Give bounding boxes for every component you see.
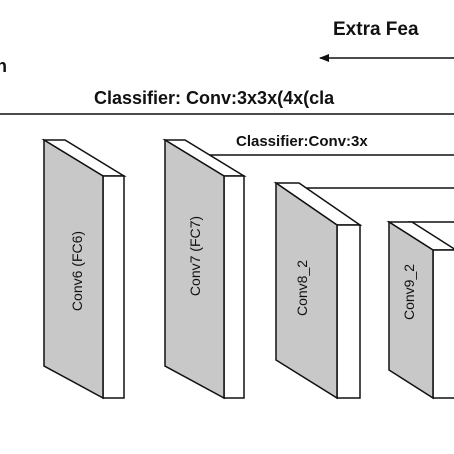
conv9-2-label: Conv9_2 <box>401 264 417 320</box>
conv7-front-face <box>164 138 225 400</box>
conv8-2-front-face <box>275 181 338 400</box>
conv7-side-face <box>223 175 245 399</box>
layer-block-conv9-2: Conv9_2 <box>386 220 454 400</box>
classifier-sub-label: Classifier:Conv:3x <box>236 133 368 150</box>
layer-block-conv6: Conv6 (FC6) <box>41 138 127 400</box>
conv9-2-side-face <box>432 249 454 399</box>
conv6-front-face <box>43 138 104 400</box>
left-title-fragment: n <box>0 56 7 76</box>
conv7-label: Conv7 (FC7) <box>187 216 203 296</box>
conv6-label: Conv6 (FC6) <box>69 231 85 311</box>
conv6-side-face <box>102 175 125 399</box>
layer-block-conv8-2: Conv8_2 <box>273 181 363 400</box>
conv8-2-label: Conv8_2 <box>294 260 310 316</box>
extra-feature-layers-title: Extra Fea <box>333 19 419 40</box>
layer-block-conv7: Conv7 (FC7) <box>162 138 247 400</box>
conv8-2-side-face <box>336 224 361 399</box>
conv9-2-front-face <box>388 220 434 400</box>
classifier-main-label: Classifier: Conv:3x3x(4x(cla <box>94 88 335 108</box>
